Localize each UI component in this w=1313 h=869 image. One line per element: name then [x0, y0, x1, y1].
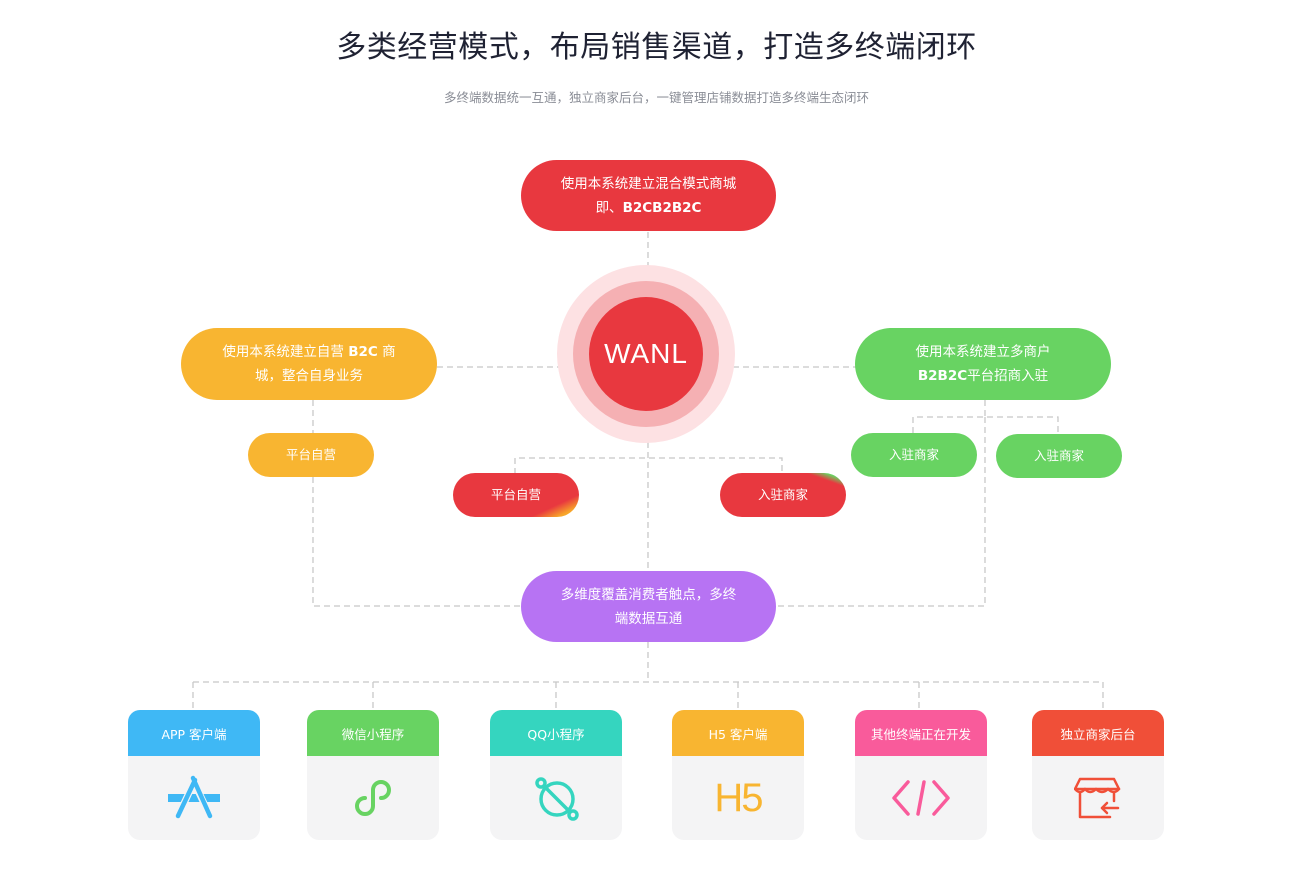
node-mixed-prefix: 即、 [595, 199, 623, 216]
code-icon [892, 780, 950, 816]
node-bottom-line1: 多维度覆盖消费者触点，多终 [560, 586, 737, 603]
connector-left-bottom [312, 477, 522, 607]
terminal-card-app: APP 客户端 [128, 710, 260, 840]
wechat-miniprogram-icon [355, 780, 391, 816]
store-icon [1074, 777, 1121, 819]
node-label: 平台自营 [490, 487, 541, 502]
node-bottom-line2: 端数据互通 [614, 610, 683, 627]
node-platform-self-operated-center: 平台自营 [453, 473, 579, 517]
terminal-card-header: 独立商家后台 [1032, 710, 1164, 756]
node-platform-self-operated-left: 平台自营 [248, 433, 374, 477]
node-right-line2: B2B2C平台招商入驻 [918, 364, 1048, 388]
node-left-suffix: 商 [377, 344, 396, 360]
terminal-card-other: 其他终端正在开发 [855, 710, 987, 840]
page-title: 多类经营模式，布局销售渠道，打造多终端闭环 [336, 30, 977, 65]
node-mixed-line2: 即、B2CB2B2C [596, 196, 702, 220]
node-multi-merchant-b2b2c: 使用本系统建立多商户 B2B2C平台招商入驻 [855, 328, 1111, 400]
node-mixed-bold: B2CB2B2C [622, 199, 702, 216]
app-store-icon [168, 775, 220, 820]
terminal-card-header: 微信小程序 [307, 710, 439, 756]
node-mixed-line1: 使用本系统建立混合模式商城 [560, 175, 737, 192]
hub-logo: WANL [589, 297, 703, 411]
node-merchant-center: 入驻商家 [720, 473, 846, 517]
page-subtitle: 多终端数据统一互通，独立商家后台，一键管理店铺数据打造多终端生态闭环 [443, 90, 869, 105]
node-label: 入驻商家 [888, 447, 939, 462]
node-left-bold: B2C [348, 344, 378, 360]
terminal-card-merchant-backend: 独立商家后台 [1032, 710, 1164, 840]
node-label: 入驻商家 [757, 487, 808, 502]
terminal-card-header: H5 客户端 [672, 710, 804, 756]
h5-icon: H5 [714, 775, 763, 820]
node-left-prefix: 使用本系统建立自营 [222, 344, 349, 360]
terminal-card-h5: H5 客户端 H5 [672, 710, 804, 840]
terminal-card-header: 其他终端正在开发 [855, 710, 987, 756]
node-label: 平台自营 [285, 447, 336, 462]
terminal-card-header: APP 客户端 [128, 710, 260, 756]
node-multi-terminal: 多维度覆盖消费者触点，多终 端数据互通 [521, 571, 776, 642]
node-merchant-2: 入驻商家 [996, 434, 1122, 478]
terminal-card-qq: QQ小程序 [490, 710, 622, 840]
node-label: 入驻商家 [1033, 448, 1084, 463]
connector-right-bottom [776, 417, 986, 607]
node-right-suffix: 平台招商入驻 [967, 368, 1049, 384]
qq-planet-icon [535, 777, 579, 821]
connector-center-branch [514, 457, 783, 474]
node-right-bold: B2B2C [917, 368, 968, 384]
node-mixed-mode-mall: 使用本系统建立混合模式商城 即、B2CB2B2C [521, 160, 776, 231]
node-left-line1: 使用本系统建立自营 B2C 商 [222, 340, 395, 364]
terminal-card-header: QQ小程序 [490, 710, 622, 756]
node-right-line1: 使用本系统建立多商户 [915, 344, 1051, 360]
node-left-line2: 城，整合自身业务 [255, 368, 363, 384]
terminal-card-wechat: 微信小程序 [307, 710, 439, 840]
node-merchant-1: 入驻商家 [851, 433, 977, 477]
node-self-operated-b2c: 使用本系统建立自营 B2C 商 城，整合自身业务 [181, 328, 437, 400]
